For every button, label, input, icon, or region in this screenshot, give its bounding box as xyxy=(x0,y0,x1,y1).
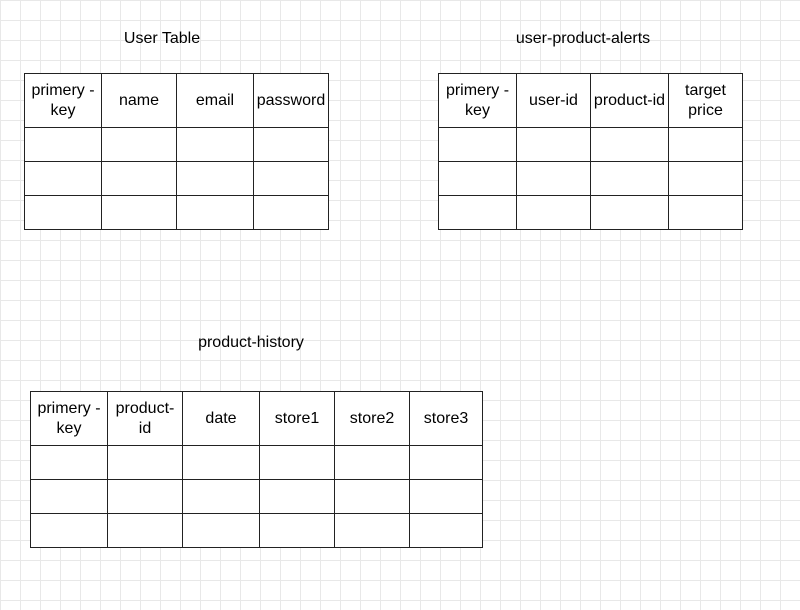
header-row: primery - key user-id product-id target … xyxy=(438,73,743,128)
table-cell xyxy=(107,479,183,514)
table-cell xyxy=(24,195,102,230)
table-cell xyxy=(409,479,483,514)
table-cell xyxy=(30,479,108,514)
column-header-name: name xyxy=(101,73,177,128)
table-cell xyxy=(253,127,329,162)
table-row xyxy=(30,479,483,514)
table-cell xyxy=(259,445,335,480)
table-cell xyxy=(438,161,517,196)
column-header-store3: store3 xyxy=(409,391,483,446)
table-cell xyxy=(101,195,177,230)
table-cell xyxy=(176,127,254,162)
column-header-product-id: product-id xyxy=(590,73,669,128)
table-cell xyxy=(259,479,335,514)
table-cell xyxy=(516,161,591,196)
table-cell xyxy=(438,127,517,162)
table-cell xyxy=(182,479,260,514)
column-header-store1: store1 xyxy=(259,391,335,446)
product-history-table: primery - key product- id date store1 st… xyxy=(30,391,483,548)
table-cell xyxy=(101,161,177,196)
column-header-email: email xyxy=(176,73,254,128)
table-cell xyxy=(253,161,329,196)
table-row xyxy=(438,161,743,196)
table-row xyxy=(24,161,329,196)
table-row xyxy=(24,195,329,230)
table-cell xyxy=(253,195,329,230)
table-cell xyxy=(24,127,102,162)
table-row xyxy=(24,127,329,162)
table-cell xyxy=(176,161,254,196)
column-header-primary-key: primery - key xyxy=(24,73,102,128)
table-cell xyxy=(668,195,743,230)
table-cell xyxy=(516,195,591,230)
table-row xyxy=(438,195,743,230)
table-cell xyxy=(24,161,102,196)
table-cell xyxy=(409,513,483,548)
table-cell xyxy=(516,127,591,162)
column-header-password: password xyxy=(253,73,329,128)
table-cell xyxy=(668,161,743,196)
header-row: primery - key name email password xyxy=(24,73,329,128)
column-header-store2: store2 xyxy=(334,391,410,446)
table-cell xyxy=(438,195,517,230)
table-cell xyxy=(107,513,183,548)
table-cell xyxy=(259,513,335,548)
product-history-title: product-history xyxy=(198,334,304,351)
table-cell xyxy=(590,127,669,162)
user-table-title: User Table xyxy=(123,30,201,47)
table-cell xyxy=(101,127,177,162)
table-cell xyxy=(590,195,669,230)
table-cell xyxy=(107,445,183,480)
table-cell xyxy=(30,445,108,480)
table-row xyxy=(438,127,743,162)
column-header-user-id: user-id xyxy=(516,73,591,128)
header-row: primery - key product- id date store1 st… xyxy=(30,391,483,446)
table-row xyxy=(30,513,483,548)
table-cell xyxy=(334,445,410,480)
column-header-primary-key: primery - key xyxy=(438,73,517,128)
user-product-alerts-title: user-product-alerts xyxy=(515,30,651,47)
table-cell xyxy=(30,513,108,548)
table-cell xyxy=(182,513,260,548)
table-cell xyxy=(182,445,260,480)
user-product-alerts-table: primery - key user-id product-id target … xyxy=(438,73,743,230)
table-cell xyxy=(590,161,669,196)
table-cell xyxy=(334,513,410,548)
table-row xyxy=(30,445,483,480)
table-cell xyxy=(668,127,743,162)
table-cell xyxy=(409,445,483,480)
table-cell xyxy=(176,195,254,230)
column-header-product-id: product- id xyxy=(107,391,183,446)
column-header-primary-key: primery - key xyxy=(30,391,108,446)
table-cell xyxy=(334,479,410,514)
column-header-date: date xyxy=(182,391,260,446)
column-header-target-price: target price xyxy=(668,73,743,128)
user-table: primery - key name email password xyxy=(24,73,329,230)
